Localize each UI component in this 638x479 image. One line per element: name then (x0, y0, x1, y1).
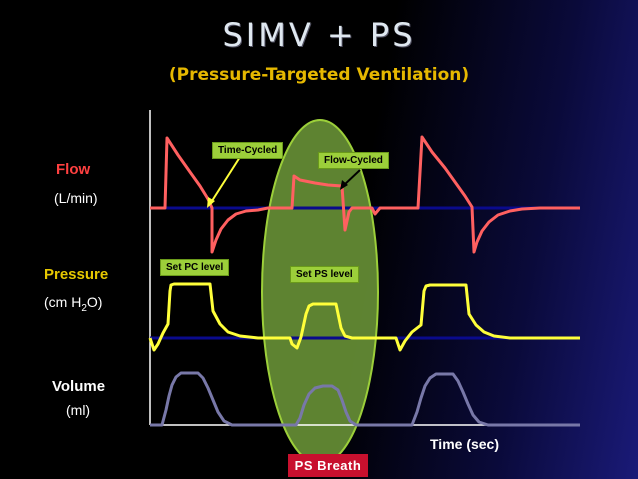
ps-breath-label: PS Breath (288, 454, 368, 477)
pressure-label: Pressure (44, 266, 109, 283)
ps-breath-highlight (261, 119, 379, 465)
volume-label: Volume (52, 378, 106, 395)
flow-cycled-arrowhead (340, 180, 348, 190)
flow-cycled-callout: Flow-Cycled (318, 152, 389, 169)
set-pc-level-callout: Set PC level (160, 259, 230, 276)
set-ps-level-callout: Set PS level (290, 266, 359, 283)
flow-trace (150, 135, 580, 254)
pressure-trace (148, 282, 580, 352)
pressure-unit: (cm H2O) (44, 294, 102, 314)
volume-trace (150, 371, 580, 427)
time-cycled-callout: Time-Cycled (212, 142, 284, 159)
time-cycled-arrow (209, 156, 241, 205)
slide-title: SIMV + PS (222, 16, 416, 54)
flow-label: Flow (56, 161, 91, 178)
time-cycled-arrowhead (207, 197, 215, 208)
slide-subtitle: (Pressure-Targeted Ventilation) (168, 65, 470, 85)
volume-unit: (ml) (66, 402, 91, 418)
flow-unit: (L/min) (54, 190, 98, 206)
pressure-unit-suffix: O) (86, 294, 103, 310)
time-axis-label: Time (sec) (430, 436, 499, 452)
pressure-unit-prefix: (cm H (44, 294, 82, 310)
pressure-unit-sub: 2 (81, 302, 87, 314)
